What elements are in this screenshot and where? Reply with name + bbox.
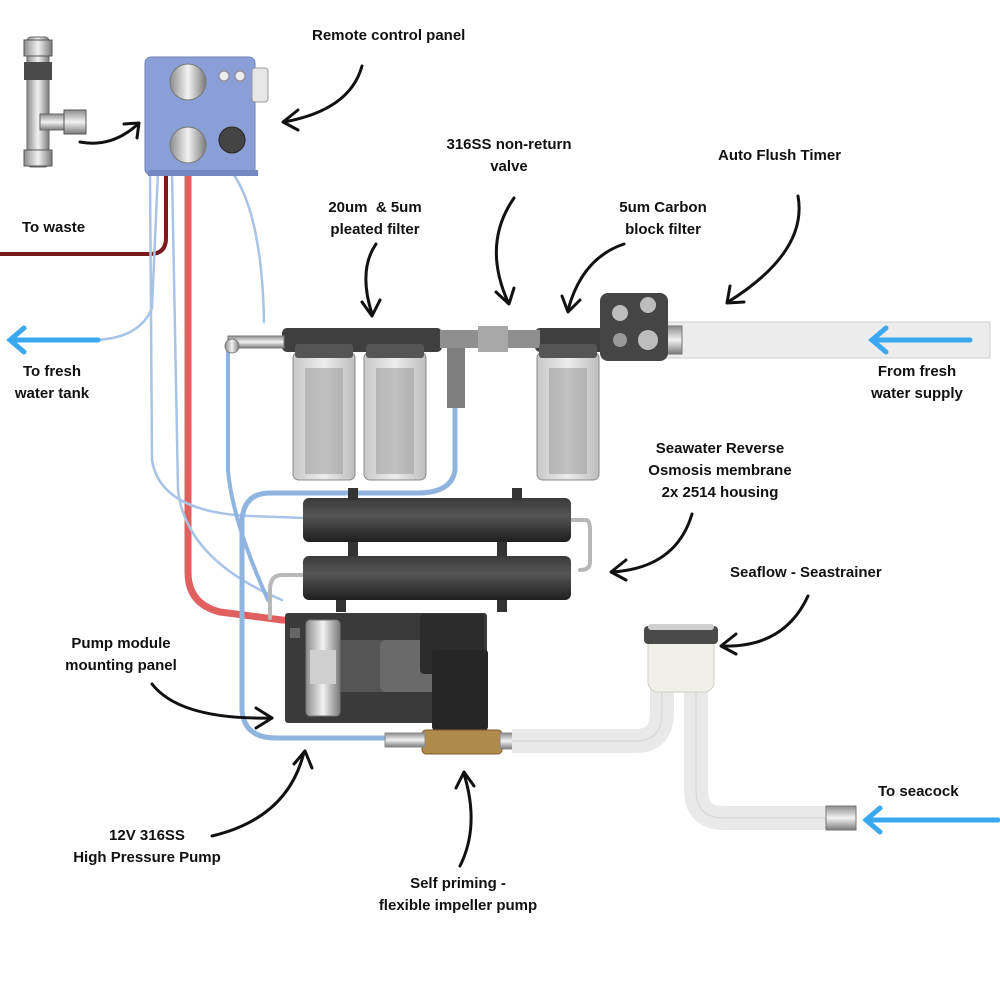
ro-membrane-housings: [303, 488, 571, 612]
label-pleated-filter: 20um & 5um pleated filter: [328, 199, 422, 238]
label-from-fresh-water-supply: From fresh water supply: [871, 363, 963, 402]
feed-hose: [226, 348, 270, 602]
to-seacock-arrow: [862, 805, 1000, 835]
high-pressure-hose: [184, 166, 449, 628]
callout-hp-pump: [210, 750, 306, 838]
pre-filter-housings: [224, 326, 607, 481]
waste-hose: [0, 170, 168, 256]
callout-pump-panel: [150, 682, 274, 720]
label-remote-control-panel: Remote control panel: [312, 27, 466, 44]
tee-fitting: [23, 36, 87, 168]
label-to-waste: To waste: [22, 219, 86, 236]
to-fresh-water-tank-arrow: [6, 325, 101, 355]
from-fresh-water-supply-arrow: [868, 325, 973, 355]
hoses: [0, 166, 592, 741]
label-auto-flush-timer: Auto Flush Timer: [718, 147, 842, 164]
seastrainer: [512, 624, 857, 831]
callout-tee: [78, 122, 140, 145]
label-ro-membrane: Seawater Reverse Osmosis membrane 2x 251…: [648, 440, 792, 501]
auto-flush-timer: [600, 293, 991, 361]
label-to-seacock: To seacock: [878, 783, 959, 800]
callout-timer: [726, 194, 801, 304]
label-nonreturn-valve: 316SS non-return valve: [446, 136, 572, 175]
callout-seastrainer: [720, 594, 810, 648]
flow-arrows: [6, 325, 1000, 835]
callout-remote: [282, 64, 364, 124]
label-seastrainer: Seaflow - Seastrainer: [730, 564, 882, 581]
label-hp-pump: 12V 316SS High Pressure Pump: [73, 827, 221, 866]
label-impeller-pump: Self priming - flexible impeller pump: [378, 875, 538, 914]
callout-impeller: [458, 772, 473, 868]
callout-arrows: [78, 64, 810, 868]
label-to-fresh-water-tank: To fresh water tank: [14, 363, 90, 402]
callout-pleated: [364, 242, 378, 316]
label-carbon-filter: 5um Carbon block filter: [619, 199, 707, 238]
remote-control-panel: [144, 56, 269, 176]
callout-carbon: [566, 242, 626, 312]
label-pump-panel: Pump module mounting panel: [65, 635, 177, 674]
callout-membrane: [610, 512, 694, 574]
pump-module: [285, 613, 515, 755]
callout-valve: [494, 196, 516, 304]
